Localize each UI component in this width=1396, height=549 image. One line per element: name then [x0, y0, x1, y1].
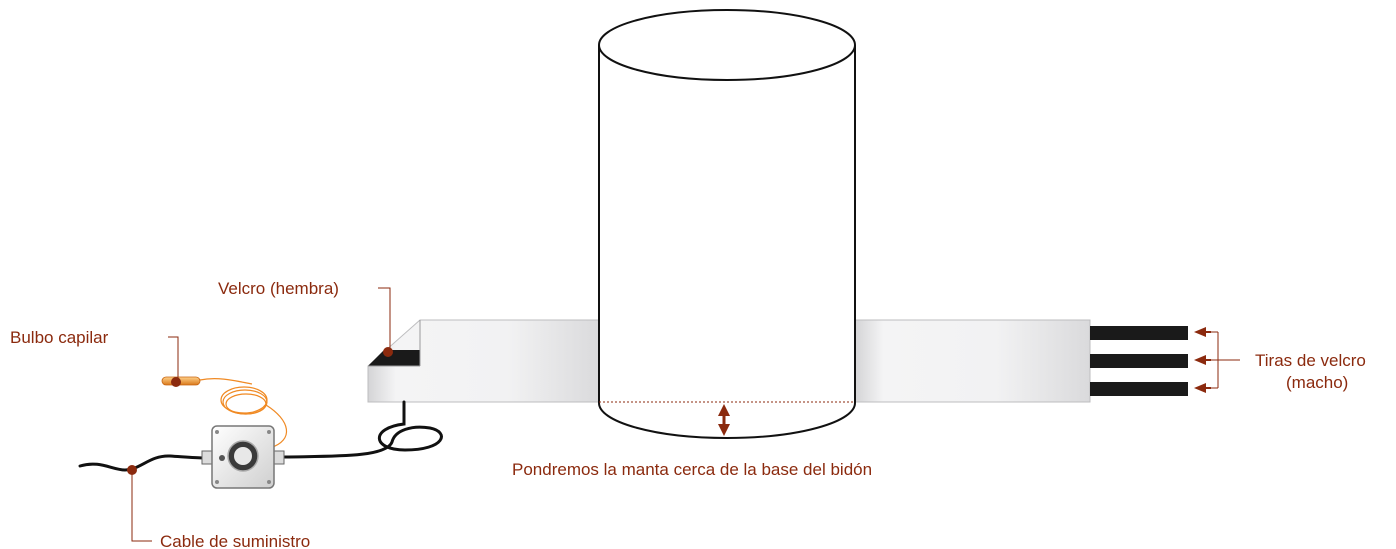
label-tiras-line2: (macho) [1286, 373, 1348, 392]
blanket-cable [283, 400, 443, 459]
velcro-female-patch [368, 350, 420, 366]
marker-dot [383, 347, 393, 357]
velcro-strip [1090, 382, 1188, 396]
capillary-tube [199, 378, 288, 449]
drum [598, 9, 856, 439]
thermostat-icon [78, 425, 285, 489]
caption-text: Pondremos la manta cerca de la base del … [512, 460, 872, 479]
drum-base [598, 402, 856, 439]
drum-top [598, 9, 856, 81]
capillary-bulb-icon [161, 376, 201, 386]
marker-dot [171, 377, 181, 387]
arrowheads [1194, 327, 1211, 393]
heating-blanket [367, 319, 1091, 403]
blanket-right [854, 319, 1091, 403]
label-cable: Cable de suministro [160, 532, 310, 549]
velcro-strip [1090, 354, 1188, 368]
velcro-strips [1090, 326, 1188, 396]
label-bulbo-capilar: Bulbo capilar [10, 328, 109, 347]
marker-dots [127, 347, 393, 475]
velcro-strip [1090, 326, 1188, 340]
label-tiras-line1: Tiras de velcro [1255, 351, 1366, 370]
leader-lines [131, 287, 1240, 542]
marker-dot [127, 465, 137, 475]
distance-arrow [718, 404, 730, 436]
label-velcro-hembra: Velcro (hembra) [218, 279, 339, 298]
